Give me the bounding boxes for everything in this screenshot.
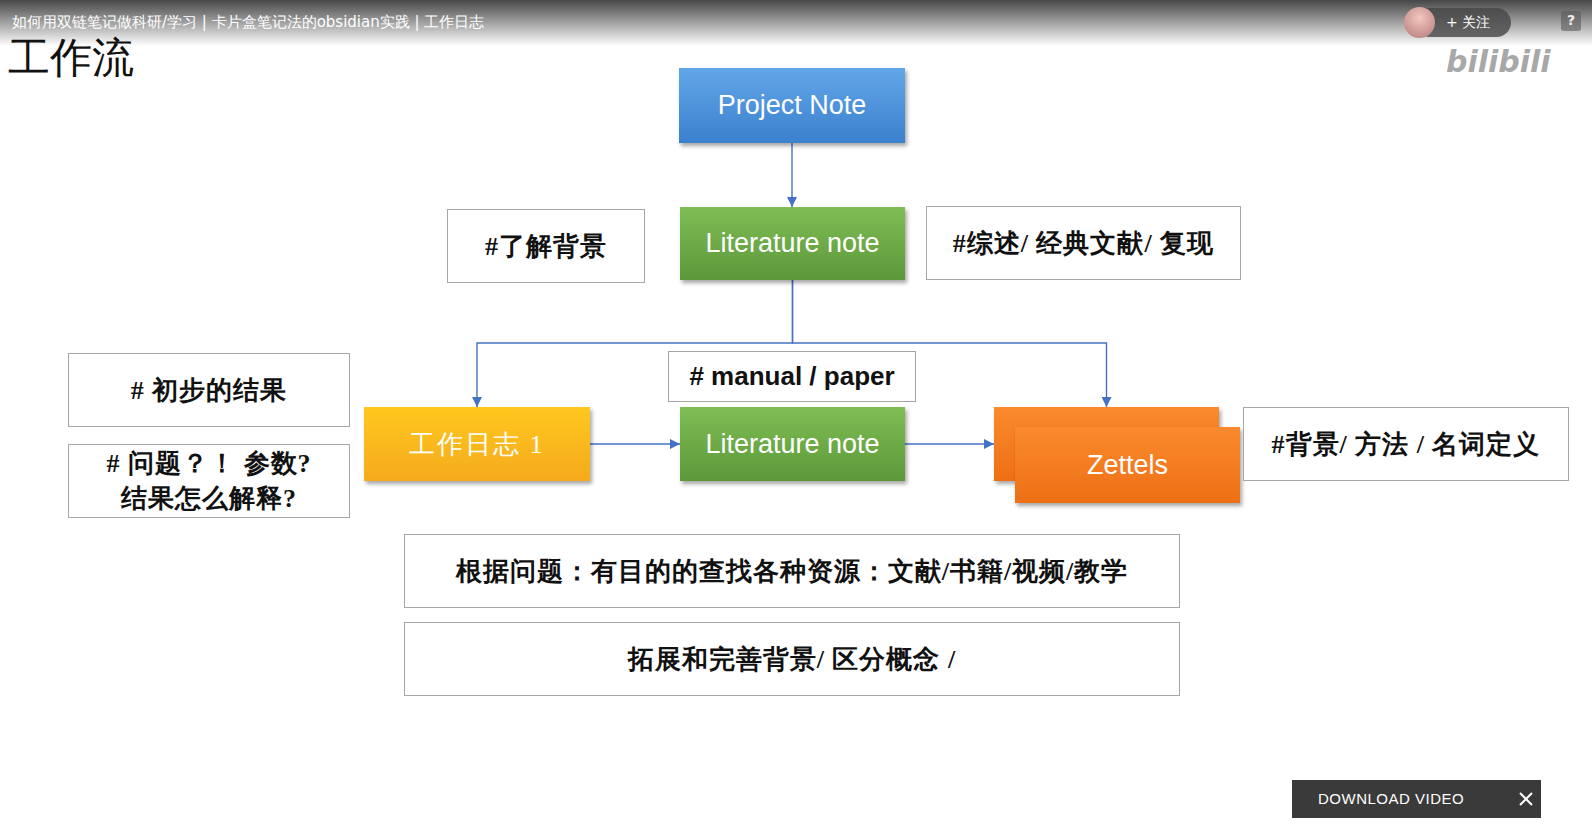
close-icon [1518,791,1534,807]
zettel-stack: Zettels [994,407,1240,503]
box-label: # manual / paper [689,361,894,392]
box-label: 拓展和完善背景/ 区分概念 / [628,642,956,677]
follow-button: + 关注 [1446,14,1490,32]
box-label: # 初步的结果 [131,373,288,408]
avatar [1404,7,1435,38]
box-label: Literature note [705,429,879,460]
tag-note: #了解背景 [447,209,645,283]
tag-note: # 问题？！ 参数? 结果怎么解释? [68,444,350,518]
tag-note: # manual / paper [668,351,916,402]
tag-note: #背景/ 方法 / 名词定义 [1243,407,1569,481]
box-label: Project Note [718,90,867,121]
download-button: DOWNLOAD VIDEO [1318,790,1464,807]
box-label: 根据问题：有目的的查找各种资源：文献/书籍/视频/教学 [456,554,1129,589]
slide-heading: 工作流 [8,30,134,86]
note-box: 根据问题：有目的的查找各种资源：文献/书籍/视频/教学 [404,534,1180,608]
worklog-box: 工作日志 1 [364,407,590,481]
note-box: 拓展和完善背景/ 区分概念 / [404,622,1180,696]
watermark: bilibili [1446,44,1551,79]
box-label: # 问题？！ 参数? 结果怎么解释? [100,446,318,516]
help-icon-label: ? [1567,12,1575,28]
flow-arrow [905,443,994,444]
project-box: Project Note [679,68,905,143]
box-label: #综述/ 经典文献/ 复现 [953,226,1214,261]
box-label: #了解背景 [485,229,607,264]
tag-note: #综述/ 经典文献/ 复现 [926,206,1241,280]
box-label: Zettels [1087,450,1168,481]
box-label: Literature note [705,228,879,259]
flow-arrow [590,443,680,444]
card-front: Zettels [1015,427,1240,503]
box-label: #背景/ 方法 / 名词定义 [1272,427,1541,462]
box-label: 工作日志 1 [409,427,545,462]
literature-box: Literature note [680,407,905,481]
video-title: 如何用双链笔记做科研/学习 | 卡片盒笔记法的obsidian实践 | 工作日志 [12,13,484,32]
flow-arrow [791,143,792,207]
tag-note: # 初步的结果 [68,353,350,427]
literature-box: Literature note [680,207,905,280]
